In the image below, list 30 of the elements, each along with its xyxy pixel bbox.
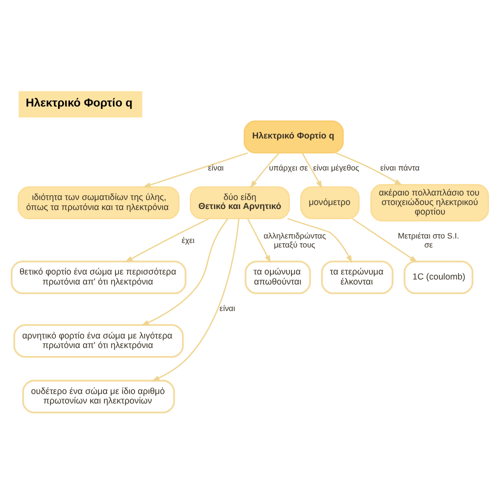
node-box: ακέραιο πολλαπλάσιο του στοιχειώδους ηλεκτρικού φορτίου xyxy=(370,184,489,222)
node-box: ιδιότητα των σωματιδίων της ύλης, όπως τα πρωτόνια και τα ηλεκτρόνια xyxy=(18,186,180,220)
node-box: θετικό φορτίο ένα σώμα με περισσότερα πρωτόνια απ' ότι ηλεκτρόνια xyxy=(10,260,186,294)
node-box: τα ετερώνυμα έλκονται xyxy=(321,260,394,294)
arrow xyxy=(352,218,418,262)
arrow xyxy=(141,218,228,326)
edge-label: υπάρχει σε xyxy=(268,164,308,173)
node-box: τα ομώνυμα απωθούνται xyxy=(244,260,311,294)
node-box: Ηλεκτρικό Φορτίο q xyxy=(244,120,344,154)
edge-label: Μετριέται στο S.I. σε xyxy=(398,232,460,250)
node-box: μονόμετρο xyxy=(300,186,360,220)
arrow xyxy=(335,152,402,186)
edge-label: είναι πάντα xyxy=(380,164,420,173)
edge-label: έχει xyxy=(182,236,195,246)
edge-label: είναι xyxy=(208,164,224,173)
arrow xyxy=(124,218,210,262)
node-box: δύο είδη Θετικό και Αρνητικό xyxy=(190,186,290,220)
arrow xyxy=(247,218,271,264)
node-box: αρνητικό φορτίο ένα σώμα με λιγότερα πρωτόνια απ' ότι ηλεκτρόνια xyxy=(13,324,184,358)
arrow xyxy=(287,218,352,264)
arrow xyxy=(152,218,240,382)
diagram-title: Ηλεκτρικό Φορτίο q xyxy=(26,97,133,110)
edge-label: είναι μέγεθος xyxy=(313,164,360,173)
arrow xyxy=(250,152,280,188)
node-box: ουδέτερο ένα σώμα με ίδιο αριθμό πρωτονίων και ηλεκτρονίων xyxy=(22,380,175,414)
arrow xyxy=(142,152,248,188)
arrow xyxy=(302,152,322,188)
edge-label: αλληλεπιδρώντας μεταξύ τους xyxy=(264,232,326,250)
node-box: 1C (coulomb) xyxy=(404,260,474,294)
edge-label: είναι xyxy=(220,304,236,314)
